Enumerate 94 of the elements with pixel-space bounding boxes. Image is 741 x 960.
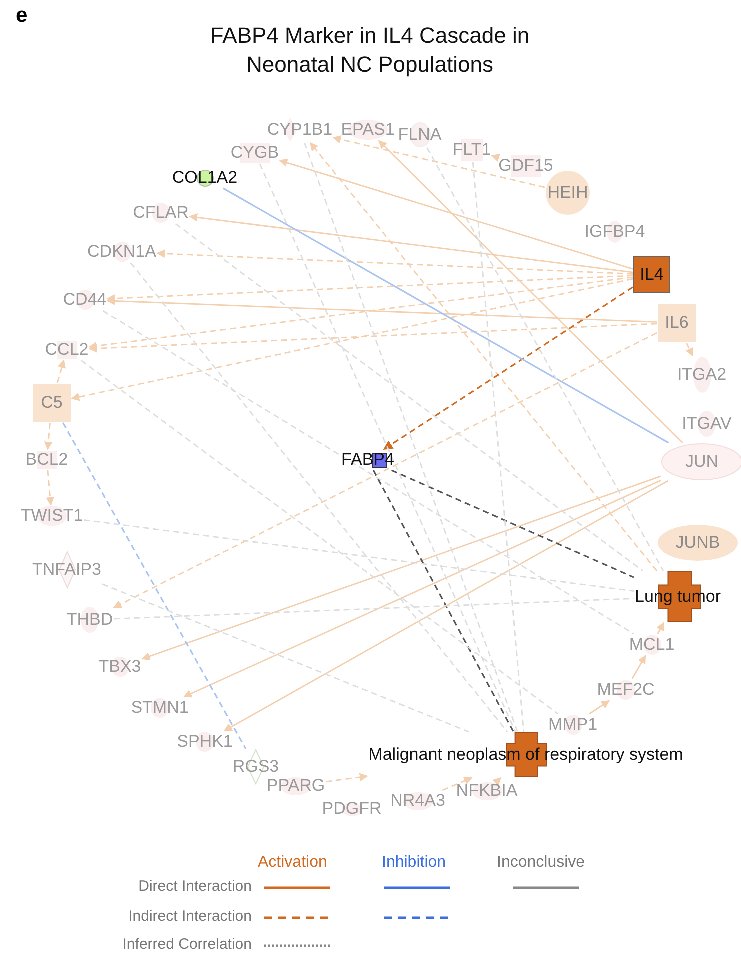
arrow — [56, 360, 66, 384]
node-label: RGS3 — [232, 758, 280, 776]
connector-line — [426, 148, 664, 572]
panel-letter: e — [16, 4, 28, 28]
node-label: ITGAV — [682, 414, 732, 434]
node-label: IL6 — [665, 314, 689, 332]
arrow — [656, 622, 665, 634]
molecule-node — [661, 443, 741, 481]
arrow — [88, 276, 634, 350]
connector-line — [102, 584, 470, 733]
arrow — [44, 422, 53, 450]
arrow — [442, 777, 473, 792]
legend-row-label: Inferred Correlation — [122, 936, 252, 953]
node-label: PDGFR — [322, 800, 382, 818]
connector-line — [130, 262, 508, 732]
node-label: THBD — [66, 610, 114, 630]
node-label: CCL2 — [45, 340, 89, 360]
molecule-node — [657, 303, 697, 343]
arrow — [224, 480, 669, 732]
arrow — [491, 154, 500, 162]
arrow — [88, 323, 658, 353]
connector-line — [222, 188, 670, 444]
connector-line — [102, 310, 634, 635]
node-label: NFKBIA — [456, 782, 518, 800]
node-label: EPAS1 — [341, 120, 395, 140]
node-label: TWIST1 — [20, 506, 84, 526]
connector-line — [80, 360, 559, 715]
node-label: CFLAR — [133, 204, 189, 222]
arrow — [279, 158, 634, 270]
node-label: FLNA — [398, 126, 442, 144]
node-label: MCL1 — [629, 636, 675, 654]
legend-column-heading: Activation — [258, 854, 328, 872]
molecule-node — [66, 606, 114, 634]
arrow — [332, 136, 546, 188]
arrow — [383, 286, 634, 450]
arrow — [686, 342, 694, 357]
arrow — [589, 700, 610, 715]
arrow — [106, 275, 634, 303]
molecule-node — [681, 410, 733, 438]
node-label: NR4A3 — [390, 792, 446, 810]
node-label: MEF2C — [597, 680, 655, 700]
arrow — [492, 777, 502, 786]
node-label: C5 — [41, 394, 63, 412]
arrow — [46, 470, 55, 506]
connector-line — [62, 422, 247, 750]
arrow — [632, 655, 646, 680]
node-label: CD44 — [63, 290, 107, 310]
connector-line — [259, 164, 516, 732]
node-label: PPARG — [266, 776, 326, 796]
node-label: FLT1 — [452, 140, 492, 160]
node-label: HEIH — [548, 184, 588, 202]
legend-column-heading: Inhibition — [382, 854, 446, 872]
arrow — [310, 142, 658, 572]
molecule-node — [545, 170, 591, 216]
arrow — [71, 278, 634, 402]
connector-line — [175, 223, 644, 572]
node-label: CYGB — [230, 144, 280, 162]
node-label: SPHK1 — [177, 732, 233, 752]
node-label: BCL2 — [26, 450, 68, 470]
arrow — [326, 773, 368, 783]
node-label: STMN1 — [131, 698, 189, 718]
legend-row-label: Indirect Interaction — [128, 908, 252, 925]
connector-line — [304, 142, 518, 732]
arrow — [142, 476, 662, 661]
molecule-node — [32, 551, 102, 589]
molecule-node — [32, 383, 72, 423]
connector-line — [391, 470, 634, 578]
arrow — [113, 332, 658, 608]
legend-column-heading: Inconclusive — [497, 854, 586, 872]
diagram-title: FABP4 Marker in IL4 Cascade in Neonatal NC Populations — [209, 22, 531, 79]
arrow — [378, 140, 684, 444]
legend-row-label: Direct Interaction — [138, 878, 252, 895]
node-label: GDF15 — [498, 156, 554, 176]
node-label: COL1A2 — [172, 168, 238, 188]
node-label: TNFAIP3 — [32, 560, 102, 580]
node-label: ITGA2 — [677, 366, 727, 384]
molecule-node — [657, 524, 739, 562]
arrow — [156, 250, 634, 275]
arrow — [189, 213, 634, 274]
connector-line — [472, 162, 525, 732]
node-label: IGFBP4 — [584, 222, 646, 242]
node-label: CDKN1A — [88, 242, 156, 262]
node-label: JUN — [685, 452, 719, 472]
connector-line — [372, 470, 514, 732]
arrow — [183, 480, 662, 698]
molecule-node — [676, 356, 728, 394]
node-label: TBX3 — [98, 658, 142, 676]
node-label: IL4 — [640, 266, 664, 284]
node-label: CYP1B1 — [267, 120, 333, 140]
node-label: MMP1 — [548, 716, 598, 734]
molecule-node — [633, 256, 671, 294]
node-label: JUNB — [676, 534, 720, 552]
connector-line — [84, 519, 634, 592]
connector-line — [114, 598, 634, 620]
